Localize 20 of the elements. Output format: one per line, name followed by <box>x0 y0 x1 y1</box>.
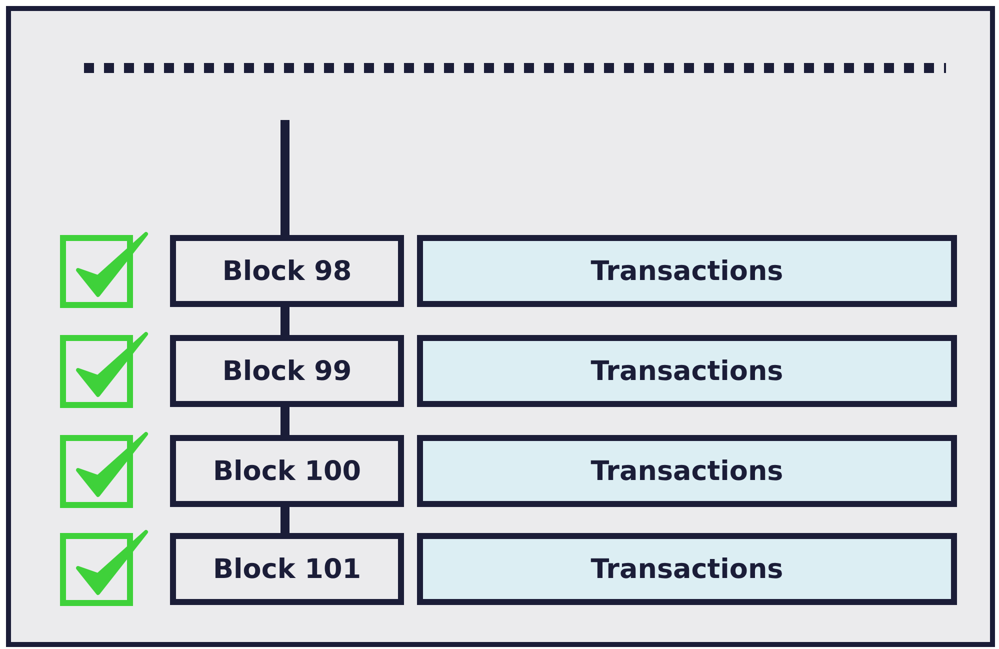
box-label: Block 99 <box>222 356 352 386</box>
block-box <box>170 235 404 307</box>
chain-line <box>280 307 290 335</box>
box-label: Block 100 <box>212 456 362 486</box>
block-box <box>170 435 404 507</box>
transactions-box <box>417 235 957 307</box>
transactions-box <box>417 533 957 605</box>
transactions-box <box>417 335 957 407</box>
transactions-box <box>417 435 957 507</box>
chain-line <box>280 507 290 533</box>
block-box <box>170 335 404 407</box>
box-label: Block 101 <box>212 554 362 584</box>
box-label: Transactions <box>590 456 784 486</box>
box-label: Transactions <box>590 554 784 584</box>
box-label: Transactions <box>590 356 784 386</box>
box-label: Block 98 <box>222 256 352 286</box>
block-box <box>170 533 404 605</box>
chain-line <box>280 407 290 435</box>
box-label: Transactions <box>590 256 784 286</box>
chain-line <box>280 120 290 235</box>
